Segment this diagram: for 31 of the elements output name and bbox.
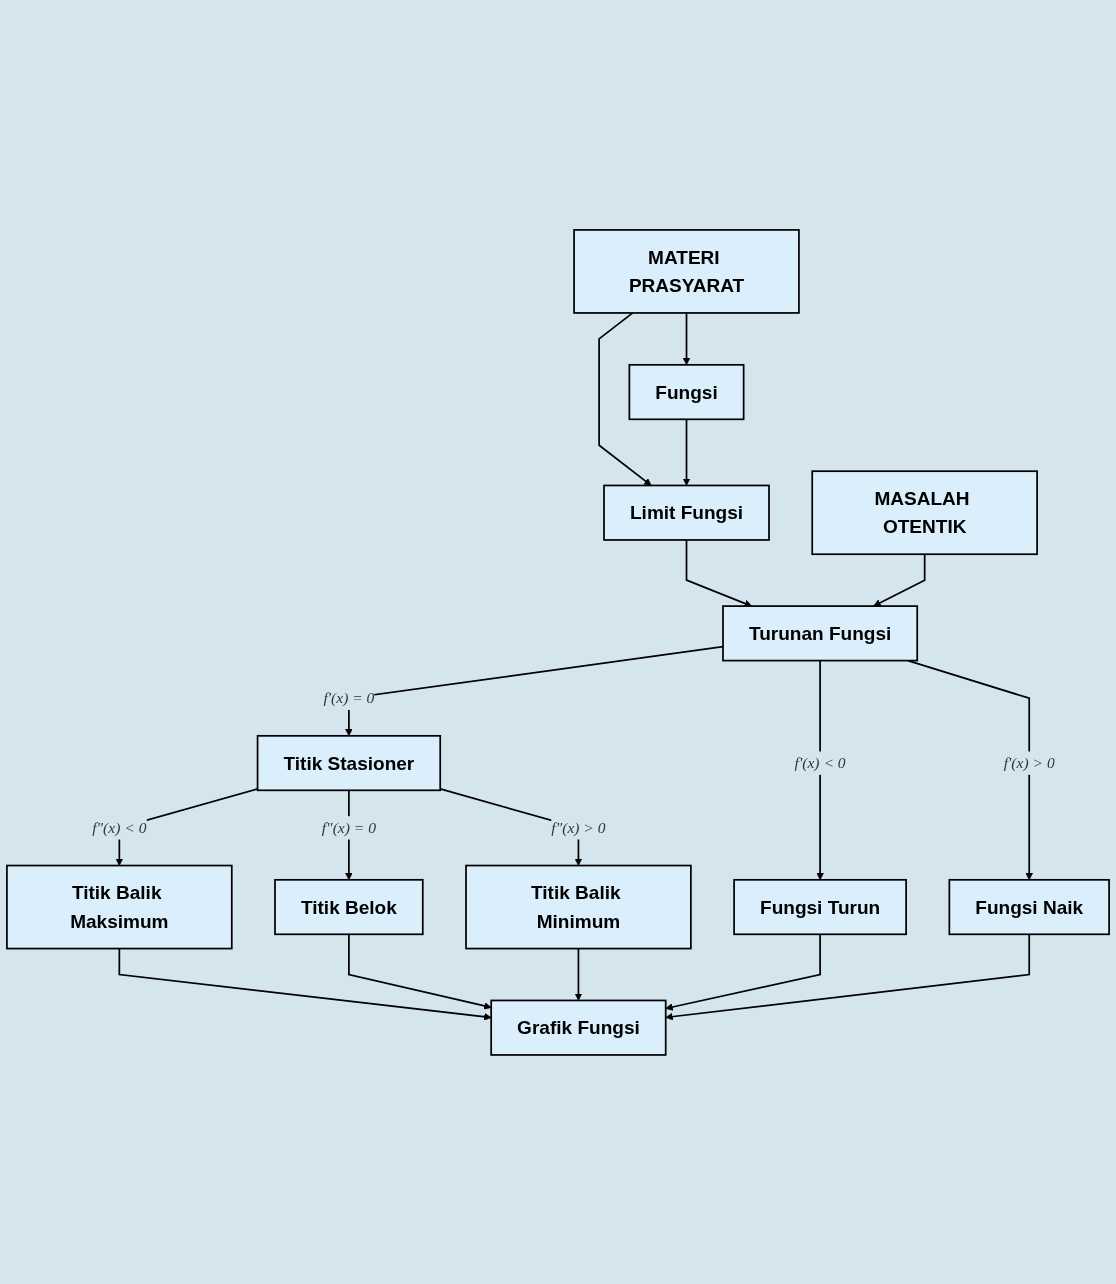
node-box: MATERI PRASYARAT — [573, 228, 800, 314]
arrow — [816, 659, 824, 880]
arrow — [685, 538, 753, 607]
arrow — [348, 933, 492, 1010]
node-box: Titik Balik Maksimum — [6, 864, 233, 949]
node-box: Fungsi Naik — [948, 878, 1110, 935]
edge-label: f'(x) < 0 — [794, 753, 846, 771]
node-box: Titik Stasioner — [256, 734, 442, 791]
edge-label: f"(x) > 0 — [551, 818, 606, 836]
arrow — [682, 311, 691, 365]
arrow — [598, 311, 652, 486]
node-box: Titik Belok — [274, 878, 424, 935]
node-box: MASALAH OTENTIK — [811, 469, 1038, 555]
node-box: Titik Balik Minimum — [465, 864, 692, 949]
node-box: Limit Fungsi — [603, 484, 770, 541]
arrow — [574, 947, 583, 1001]
edge-label: f"(x) = 0 — [321, 818, 376, 836]
arrow — [665, 933, 1031, 1020]
arrow — [873, 552, 926, 606]
edge-label: f"(x) < 0 — [92, 818, 147, 836]
arrow — [907, 659, 1033, 880]
arrow — [118, 947, 492, 1021]
node-box: Fungsi Turun — [733, 878, 907, 935]
arrow — [345, 645, 724, 736]
edge-label: f'(x) = 0 — [323, 688, 375, 706]
edge-label: f'(x) > 0 — [1003, 753, 1055, 771]
arrow — [682, 418, 691, 486]
node-box: Fungsi — [628, 363, 745, 420]
node-box: Grafik Fungsi — [490, 999, 667, 1056]
arrow — [665, 933, 821, 1011]
node-box: Turunan Fungsi — [722, 604, 919, 661]
